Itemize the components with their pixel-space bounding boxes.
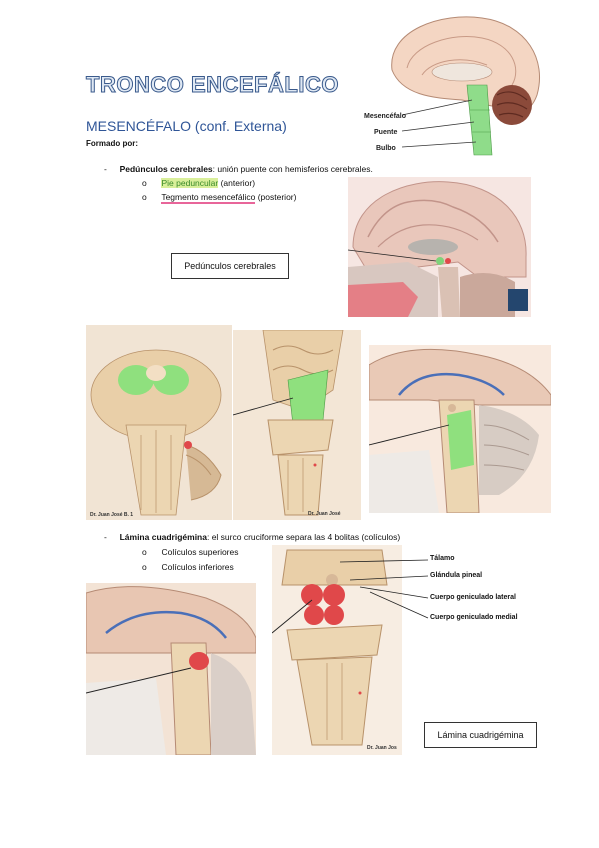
- section1-text: : unión puente con hemisferios cerebrale…: [212, 164, 373, 174]
- label-glandula-pineal: Glándula pineal: [430, 572, 483, 579]
- credit-2: Dr. Juan José: [308, 511, 341, 517]
- label-talamo: Tálamo: [430, 555, 455, 562]
- lamina-box-label: Lámina cuadrigémina: [424, 722, 537, 748]
- dash: -: [104, 164, 107, 174]
- credit-3: Dr. Juan Jos: [367, 745, 397, 751]
- section2-text: : el surco cruciforme separa las 4 bolit…: [206, 532, 401, 542]
- list-item: o Colículos superiores: [142, 547, 239, 557]
- brain-mri-figure: [348, 177, 531, 317]
- colliculi-dorsal-figure: Dr. Juan Jos: [272, 545, 402, 755]
- brainstem-sagittal-figure: [369, 345, 551, 513]
- bullet: o: [142, 178, 147, 188]
- label-cuerpo-geniculado-medial: Cuerpo geniculado medial: [430, 614, 518, 621]
- credit-1: Dr. Juan José B. 1: [90, 512, 133, 518]
- colliculi-sagittal-figure: [86, 583, 256, 755]
- label-cuerpo-geniculado-lateral: Cuerpo geniculado lateral: [430, 594, 516, 601]
- pedunculos-box-label: Pedúnculos cerebrales: [171, 253, 289, 279]
- callout-lines: [340, 559, 429, 619]
- item-text: (anterior): [218, 178, 256, 188]
- bullet: o: [142, 192, 147, 202]
- list-item: o Tegmento mesencefálico (posterior): [142, 192, 297, 204]
- item-text: (posterior): [255, 192, 297, 202]
- brainstem-ventral-figure: Dr. Juan José B. 1: [86, 325, 232, 520]
- brain-sagittal-figure: Mesencéfalo Puente Bulbo: [362, 10, 552, 160]
- section2-heading: Lámina cuadrigémina: [119, 532, 207, 542]
- formado-label: Formado por:: [86, 139, 138, 148]
- label-bulbo: Bulbo: [376, 145, 396, 152]
- item-text: Colículos superiores: [161, 547, 239, 557]
- section1-heading: Pedúnculos cerebrales: [119, 164, 213, 174]
- list-item: o Pie peduncular (anterior): [142, 178, 255, 188]
- item-text: Colículos inferiores: [161, 562, 234, 572]
- section1-line: - Pedúnculos cerebrales: unión puente co…: [104, 164, 373, 174]
- label-mesencefalo: Mesencéfalo: [364, 113, 406, 120]
- underlined-term: Tegmento mesencefálico: [161, 192, 256, 204]
- brainstem-lateral-figure: Dr. Juan José: [233, 330, 361, 520]
- bullet: o: [142, 547, 147, 557]
- section2-line: - Lámina cuadrigémina: el surco crucifor…: [104, 532, 400, 542]
- section-subtitle: MESENCÉFALO (conf. Externa): [86, 118, 287, 134]
- highlighted-term: Pie peduncular: [161, 178, 219, 188]
- page-title: TRONCO ENCEFÁLICO: [86, 72, 339, 98]
- dash: -: [104, 532, 107, 542]
- bullet: o: [142, 562, 147, 572]
- label-puente: Puente: [374, 129, 397, 136]
- list-item: o Colículos inferiores: [142, 562, 234, 572]
